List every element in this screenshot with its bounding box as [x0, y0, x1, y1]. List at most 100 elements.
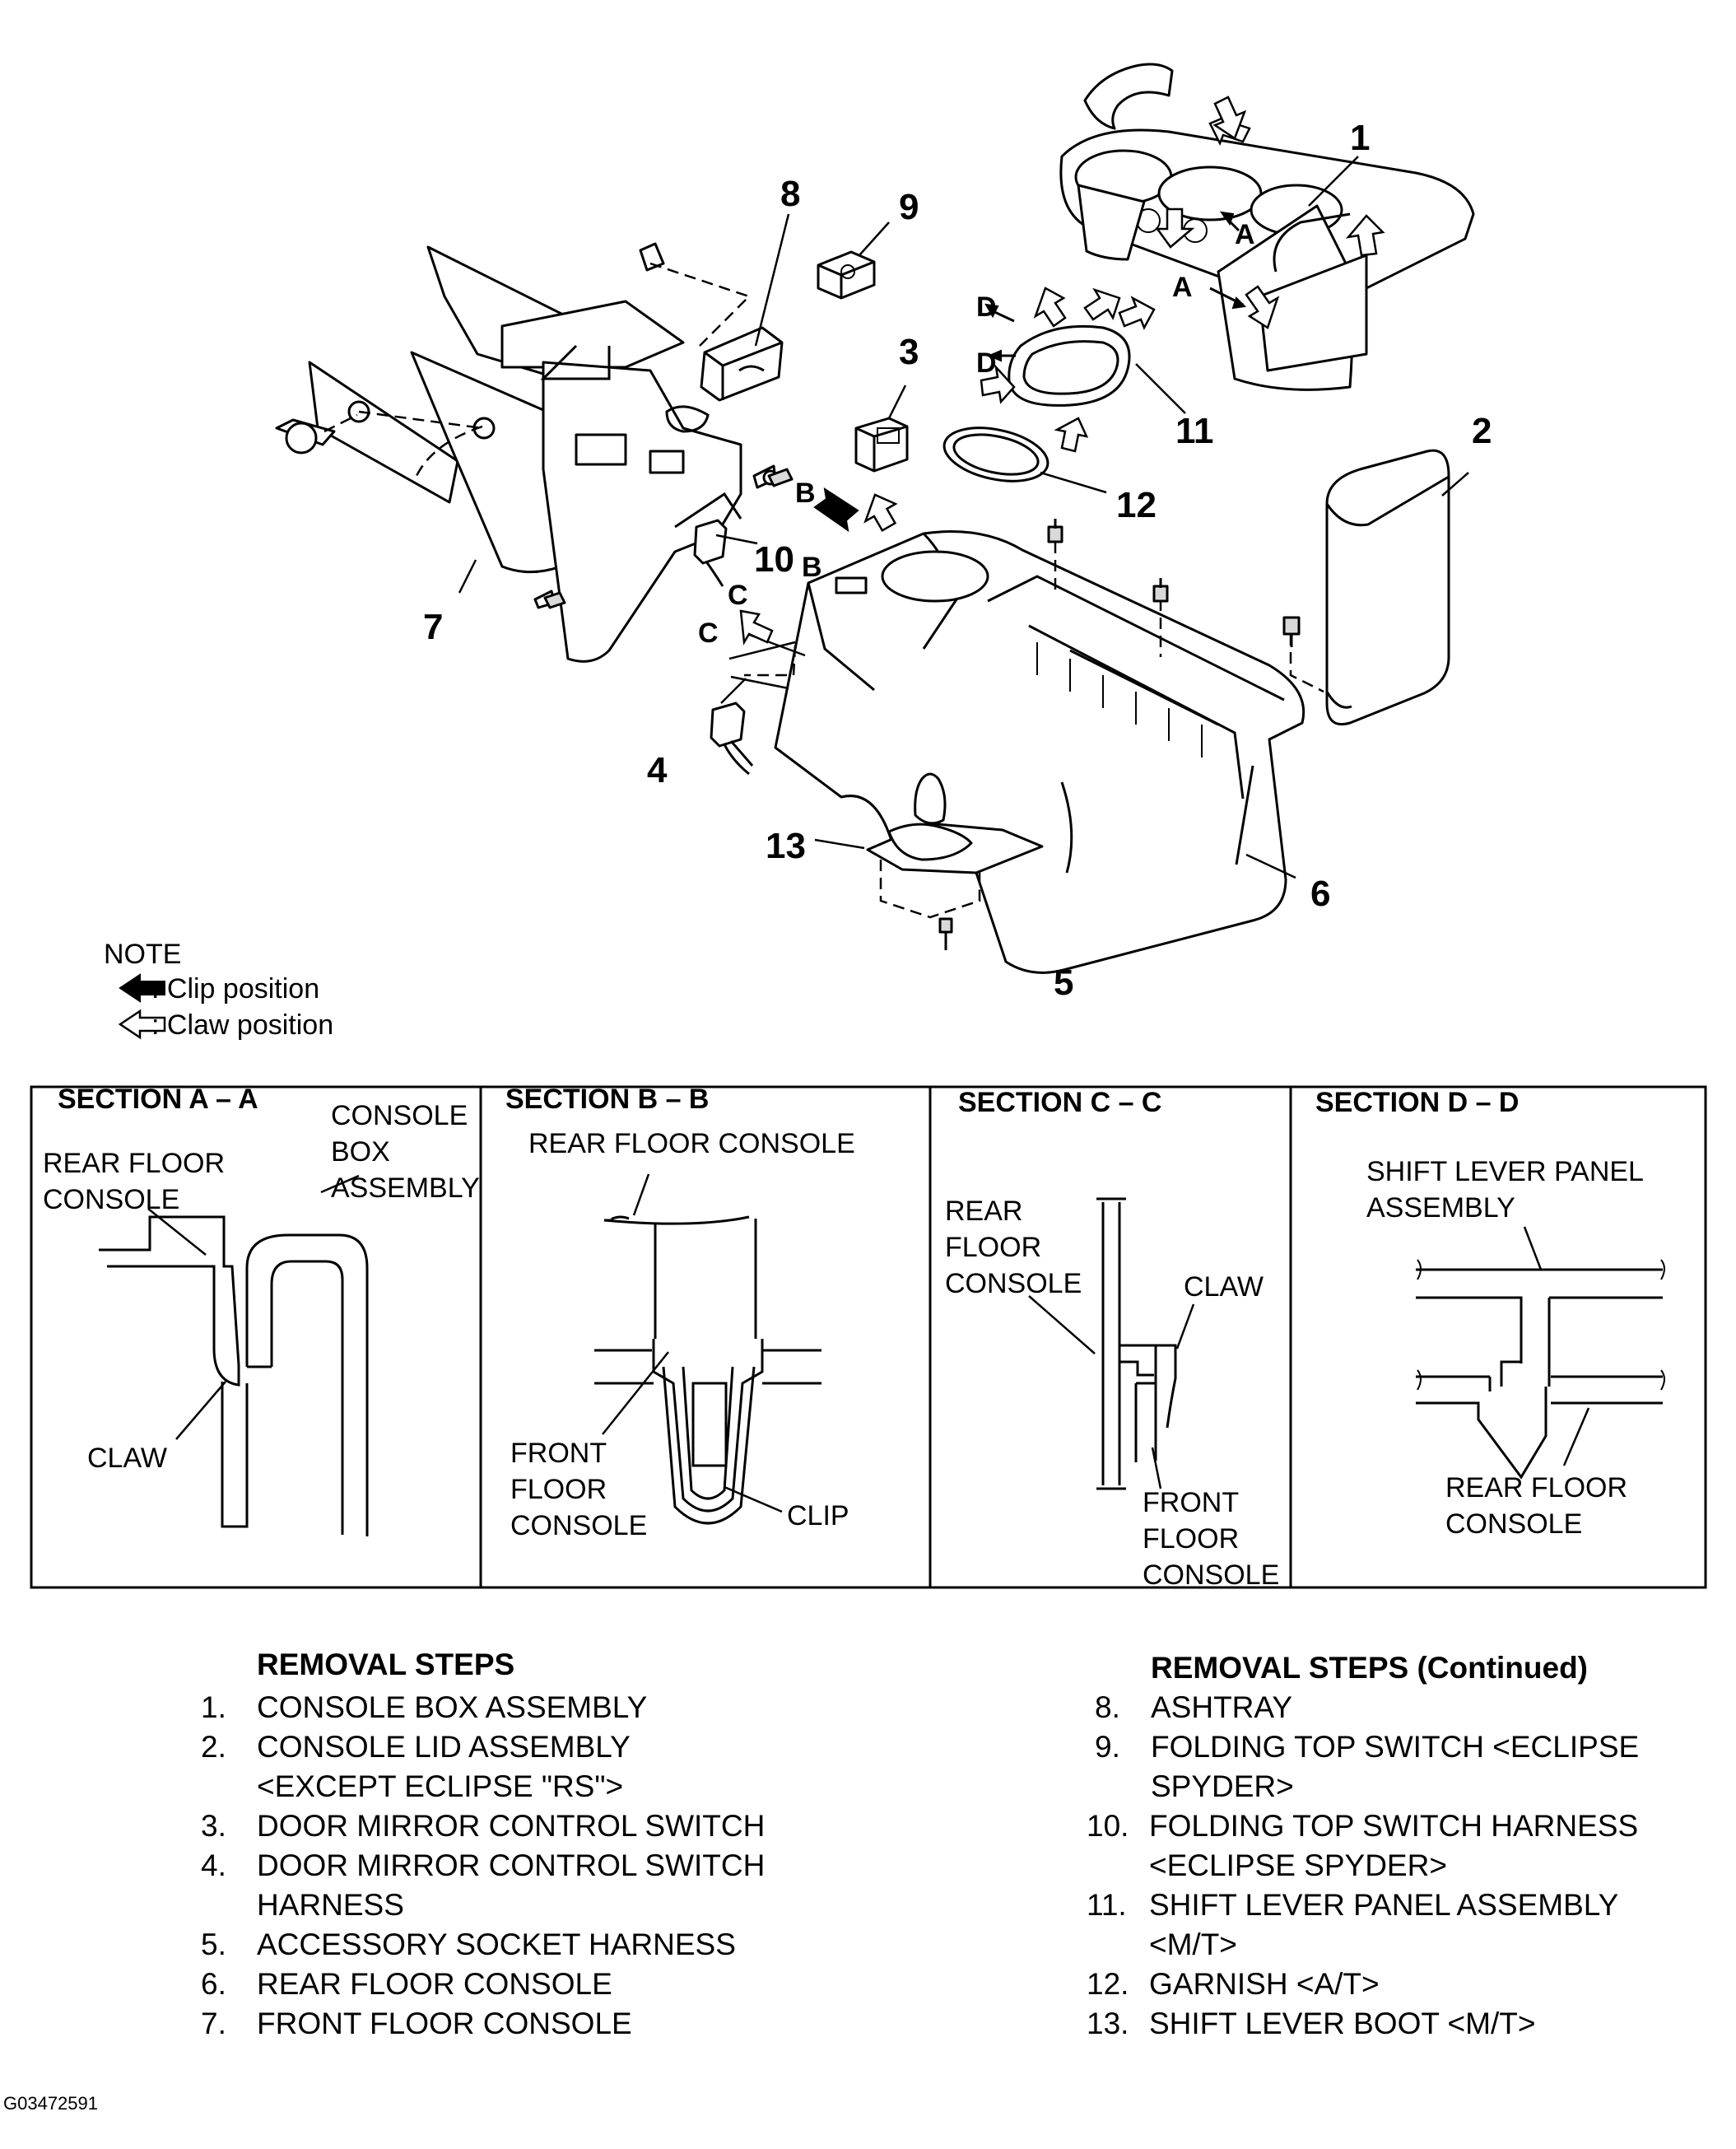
svg-text:12.: 12. [1087, 1967, 1129, 2001]
svg-text:FRONT: FRONT [1143, 1487, 1239, 1518]
svg-text:13.: 13. [1087, 2007, 1129, 2040]
callout-9: 9 [899, 187, 919, 227]
callout-7: 7 [423, 607, 443, 647]
letter-c-1: C [728, 580, 748, 611]
svg-text:GARNISH <A/T>: GARNISH <A/T> [1149, 1967, 1380, 2001]
letter-c-2: C [698, 618, 719, 649]
svg-text:CONSOLE: CONSOLE [1143, 1559, 1279, 1591]
garnish-part [942, 427, 1050, 482]
svg-text:10.: 10. [1087, 1809, 1129, 1843]
svg-text:CONSOLE: CONSOLE [331, 1100, 468, 1131]
section-letters: A A B B C C D D [698, 219, 1255, 649]
section-b-b: SECTION B – B REAR FLOOR CONSOLE FRONT F… [505, 1084, 855, 1541]
svg-text:DOOR MIRROR CONTROL SWITCH: DOOR MIRROR CONTROL SWITCH [257, 1809, 765, 1843]
svg-text:CLAW: CLAW [1184, 1271, 1264, 1303]
note-clip-text: : Clip position [151, 973, 319, 1005]
svg-text:FLOOR: FLOOR [1143, 1523, 1239, 1555]
rear-floor-console-part [774, 519, 1305, 974]
callout-1: 1 [1350, 118, 1370, 158]
svg-text:CLIP: CLIP [787, 1500, 849, 1531]
callout-8: 8 [780, 174, 800, 214]
leader-lines [458, 156, 1469, 879]
svg-text:DOOR MIRROR CONTROL SWITCH: DOOR MIRROR CONTROL SWITCH [257, 1848, 765, 1882]
section-d-d: SECTION D – D SHIFT LEVER PANEL ASSEMBLY… [1315, 1087, 1665, 1540]
svg-text:SHIFT LEVER BOOT <M/T>: SHIFT LEVER BOOT <M/T> [1149, 2007, 1535, 2040]
section-a-a-title: SECTION A – A [58, 1084, 258, 1115]
front-floor-console-part [275, 242, 779, 663]
svg-text:CONSOLE LID ASSEMBLY: CONSOLE LID ASSEMBLY [257, 1730, 631, 1764]
svg-text:CONSOLE: CONSOLE [1445, 1508, 1582, 1540]
shift-lever-panel-part [980, 287, 1156, 453]
section-a-a: SECTION A – A CONSOLE BOX ASSEMBLY REAR … [43, 1084, 480, 1536]
svg-text:8.: 8. [1095, 1690, 1120, 1724]
callout-12: 12 [1116, 485, 1157, 525]
svg-text:REAR FLOOR: REAR FLOOR [1445, 1472, 1627, 1503]
figure-code: G03472591 [3, 2093, 98, 2114]
svg-text:FOLDING TOP SWITCH HARNESS: FOLDING TOP SWITCH HARNESS [1149, 1809, 1638, 1843]
callout-numbers: 1 2 3 4 5 6 7 8 9 10 11 12 13 [423, 118, 1492, 1003]
claw-arrow-icon [118, 1009, 166, 1040]
svg-text:7.: 7. [201, 2007, 226, 2040]
svg-text:BOX: BOX [331, 1136, 390, 1168]
svg-text:ASSEMBLY: ASSEMBLY [1366, 1192, 1515, 1224]
screws [543, 468, 794, 609]
svg-text:1.: 1. [201, 1690, 226, 1724]
svg-text:FLOOR: FLOOR [510, 1474, 607, 1505]
section-markers [720, 487, 859, 704]
callout-11: 11 [1175, 411, 1214, 451]
console-box-assembly-part [1059, 63, 1475, 391]
folding-top-harness-part [693, 519, 728, 587]
console-lid-assembly-part [1282, 449, 1450, 725]
svg-text:REAR FLOOR CONSOLE: REAR FLOOR CONSOLE [257, 1967, 612, 2001]
svg-text:CONSOLE BOX ASSEMBLY: CONSOLE BOX ASSEMBLY [257, 1690, 647, 1724]
folding-top-switch-part [817, 250, 876, 300]
section-c-c-title: SECTION C – C [958, 1087, 1161, 1118]
section-b-b-title: SECTION B – B [505, 1084, 709, 1115]
letter-a-1: A [1235, 219, 1255, 250]
note-claw-text: : Claw position [151, 1009, 333, 1041]
clip-arrow-icon [119, 973, 165, 1003]
callout-13: 13 [766, 826, 806, 866]
svg-text:CLAW: CLAW [87, 1443, 167, 1474]
callout-6: 6 [1310, 874, 1330, 914]
callout-2: 2 [1472, 411, 1492, 451]
svg-text:9.: 9. [1095, 1730, 1120, 1764]
shift-lever-boot-part [866, 772, 1044, 950]
section-d-d-title: SECTION D – D [1315, 1087, 1519, 1118]
svg-text:5.: 5. [201, 1928, 226, 1961]
removal-steps-continued-title: REMOVAL STEPS (Continued) [1151, 1651, 1588, 1685]
section-panels: SECTION A – A CONSOLE BOX ASSEMBLY REAR … [30, 1084, 1707, 1591]
callout-5: 5 [1054, 963, 1073, 1003]
svg-text:SHIFT LEVER PANEL: SHIFT LEVER PANEL [1366, 1156, 1644, 1187]
svg-text:CONSOLE: CONSOLE [945, 1268, 1082, 1299]
removal-steps-title: REMOVAL STEPS [257, 1648, 514, 1681]
letter-d-1: D [976, 291, 997, 323]
svg-text:HARNESS: HARNESS [257, 1888, 404, 1922]
ashtray-part [700, 326, 784, 402]
letter-b-1: B [795, 478, 816, 509]
svg-text:REAR FLOOR: REAR FLOOR [43, 1148, 225, 1179]
callout-10: 10 [754, 539, 794, 580]
svg-text:ASHTRAY: ASHTRAY [1151, 1690, 1292, 1724]
svg-text:ACCESSORY SOCKET HARNESS: ACCESSORY SOCKET HARNESS [257, 1928, 736, 1961]
note-legend: NOTE : Clip position : Claw position [104, 939, 333, 1041]
door-mirror-switch-part [854, 417, 909, 533]
letter-b-2: B [802, 552, 822, 583]
svg-text:SHIFT LEVER PANEL ASSEMBLY: SHIFT LEVER PANEL ASSEMBLY [1149, 1888, 1618, 1922]
removal-steps: REMOVAL STEPS REMOVAL STEPS (Continued) … [201, 1648, 1639, 2040]
svg-text:REAR FLOOR CONSOLE: REAR FLOOR CONSOLE [528, 1128, 855, 1159]
door-mirror-harness-part [710, 702, 754, 776]
svg-text:CONSOLE: CONSOLE [510, 1510, 647, 1541]
svg-text:11.: 11. [1087, 1888, 1127, 1922]
svg-text:<M/T>: <M/T> [1149, 1928, 1237, 1961]
svg-text:FOLDING TOP SWITCH <ECLIPSE: FOLDING TOP SWITCH <ECLIPSE [1151, 1730, 1639, 1764]
svg-text:6.: 6. [201, 1967, 226, 2001]
svg-text:FLOOR: FLOOR [945, 1232, 1041, 1263]
note-title: NOTE [104, 939, 181, 970]
svg-text:3.: 3. [201, 1809, 226, 1843]
svg-text:4.: 4. [201, 1848, 226, 1882]
svg-text:<ECLIPSE SPYDER>: <ECLIPSE SPYDER> [1149, 1848, 1447, 1882]
svg-text:REAR: REAR [945, 1196, 1022, 1227]
svg-text:FRONT: FRONT [510, 1438, 607, 1469]
